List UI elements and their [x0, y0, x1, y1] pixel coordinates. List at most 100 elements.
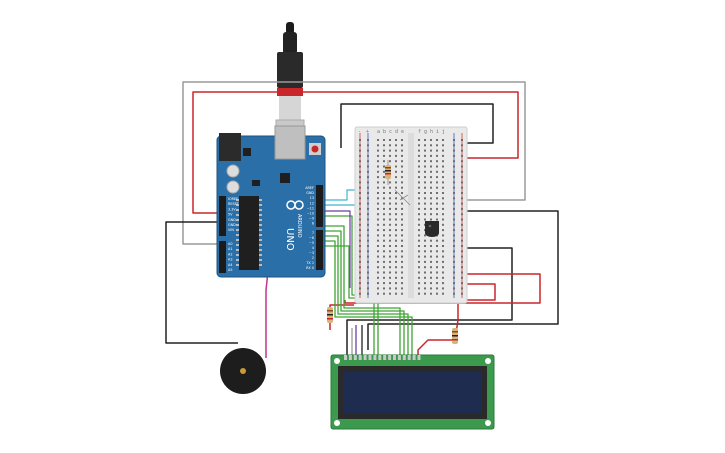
breadboard-hole: [401, 160, 403, 163]
breadboard-hole: [418, 170, 420, 173]
breadboard-hole: [442, 218, 444, 221]
breadboard-hole: [377, 154, 379, 157]
breadboard-hole: [424, 234, 426, 237]
breadboard-hole: [418, 160, 420, 163]
svg-text:c: c: [389, 129, 392, 135]
breadboard-hole: [367, 170, 369, 173]
breadboard-hole: [436, 213, 438, 216]
breadboard-hole: [418, 282, 420, 285]
breadboard-hole: [377, 186, 379, 189]
breadboard-hole: [442, 149, 444, 152]
breadboard-hole: [436, 255, 438, 258]
breadboard-hole: [389, 207, 391, 210]
breadboard-hole: [453, 192, 455, 194]
breadboard-hole: [367, 181, 369, 184]
breadboard-hole: [395, 160, 397, 163]
breadboard-hole: [436, 186, 438, 189]
breadboard-hole: [424, 271, 426, 274]
breadboard-hole: [442, 266, 444, 269]
breadboard-hole: [424, 192, 426, 194]
breadboard-hole: [377, 170, 379, 173]
breadboard-hole: [367, 229, 369, 232]
breadboard-hole: [383, 197, 385, 200]
lcd-pin: [368, 355, 372, 360]
breadboard-hole: [401, 154, 403, 157]
breadboard-hole: [436, 271, 438, 274]
breadboard-hole: [389, 223, 391, 226]
breadboard-hole: [383, 292, 385, 295]
wire-green-6: [322, 215, 379, 355]
breadboard-hole: [389, 260, 391, 263]
breadboard-hole: [359, 282, 361, 285]
breadboard-hole: [389, 250, 391, 253]
breadboard-hole: [377, 276, 379, 279]
header-label: GND: [228, 218, 236, 222]
breadboard-hole: [377, 260, 379, 263]
breadboard-hole: [436, 181, 438, 184]
breadboard-hole: [401, 186, 403, 189]
breadboard-hole: [367, 186, 369, 189]
breadboard-hole: [453, 154, 455, 157]
breadboard-hole: [383, 192, 385, 194]
breadboard-hole: [389, 245, 391, 247]
chip-pin: [259, 234, 262, 236]
chip-pin: [236, 259, 239, 261]
breadboard-hole: [424, 176, 426, 179]
breadboard-hole: [395, 213, 397, 216]
breadboard-hole: [395, 223, 397, 226]
breadboard-hole: [430, 139, 432, 141]
breadboard-hole: [367, 165, 369, 168]
breadboard-hole: [367, 271, 369, 274]
breadboard-hole: [430, 239, 432, 242]
breadboard-hole: [389, 255, 391, 258]
lcd-screen: [343, 372, 482, 413]
breadboard-hole: [377, 181, 379, 184]
breadboard-hole: [436, 139, 438, 141]
breadboard-hole: [436, 245, 438, 247]
breadboard-hole: [377, 165, 379, 168]
breadboard-hole: [383, 255, 385, 258]
breadboard-hole: [389, 186, 391, 189]
breadboard-hole: [418, 229, 420, 232]
breadboard-hole: [436, 197, 438, 200]
chip-pin: [236, 264, 239, 266]
breadboard-hole: [389, 234, 391, 237]
chip-pin: [236, 239, 239, 241]
breadboard-hole: [436, 170, 438, 173]
breadboard-hole: [418, 144, 420, 147]
breadboard-hole: [359, 144, 361, 147]
breadboard-hole: [401, 176, 403, 179]
svg-text:d: d: [395, 129, 398, 135]
header-label: ~6: [309, 236, 314, 240]
breadboard-hole: [430, 181, 432, 184]
breadboard-hole: [401, 192, 403, 194]
breadboard-hole: [359, 271, 361, 274]
breadboard-hole: [430, 144, 432, 147]
breadboard-hole: [401, 218, 403, 221]
chip-pin: [236, 244, 239, 246]
breadboard-hole: [453, 165, 455, 168]
breadboard-hole: [436, 250, 438, 253]
breadboard-hole: [430, 218, 432, 221]
breadboard-hole: [430, 266, 432, 269]
wire-green-5: [322, 245, 375, 355]
breadboard-hole: [377, 218, 379, 221]
lcd-pin: [383, 355, 387, 360]
lcd-pin: [348, 355, 352, 360]
breadboard-hole: [418, 213, 420, 216]
breadboard-hole: [461, 260, 463, 263]
breadboard-hole: [367, 176, 369, 179]
breadboard-hole: [453, 197, 455, 200]
breadboard-hole: [430, 197, 432, 200]
breadboard-hole: [418, 250, 420, 253]
breadboard-hole: [418, 202, 420, 205]
chip-pin: [236, 204, 239, 206]
breadboard-hole: [359, 160, 361, 163]
breadboard-hole: [424, 181, 426, 184]
breadboard-hole: [430, 287, 432, 290]
breadboard-hole: [395, 276, 397, 279]
breadboard-hole: [436, 149, 438, 152]
breadboard-hole: [383, 282, 385, 285]
breadboard-hole: [377, 213, 379, 216]
breadboard-hole: [359, 165, 361, 168]
